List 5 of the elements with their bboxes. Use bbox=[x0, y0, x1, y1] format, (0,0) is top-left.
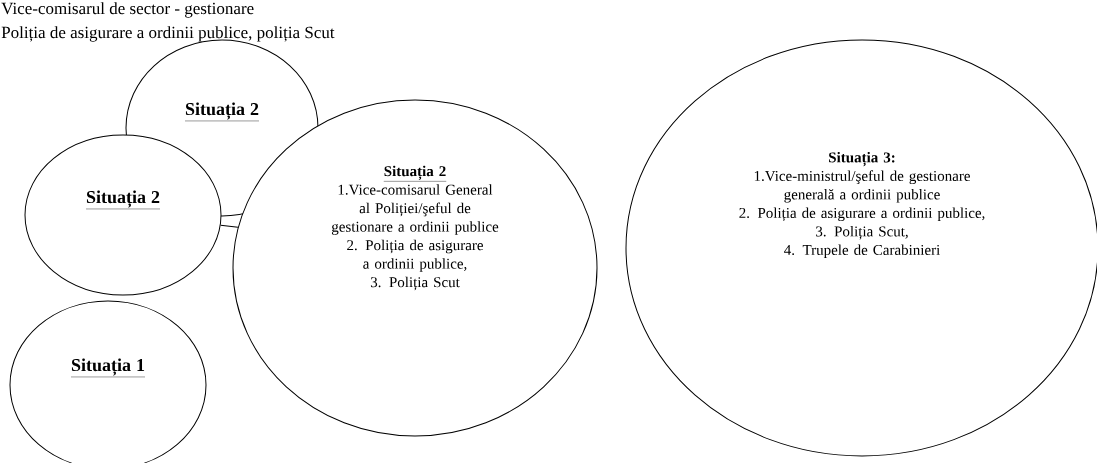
ellipse-node: Situația 1 bbox=[9, 300, 207, 463]
text-line: Poliția de asigurare a ordinii publice, poliția Scut bbox=[1, 26, 335, 42]
connector-line bbox=[220, 224, 239, 228]
text-line: Vice-comisarul de sector - gestionare bbox=[1, 2, 254, 18]
ellipse-node: Situația 2 bbox=[24, 134, 222, 296]
